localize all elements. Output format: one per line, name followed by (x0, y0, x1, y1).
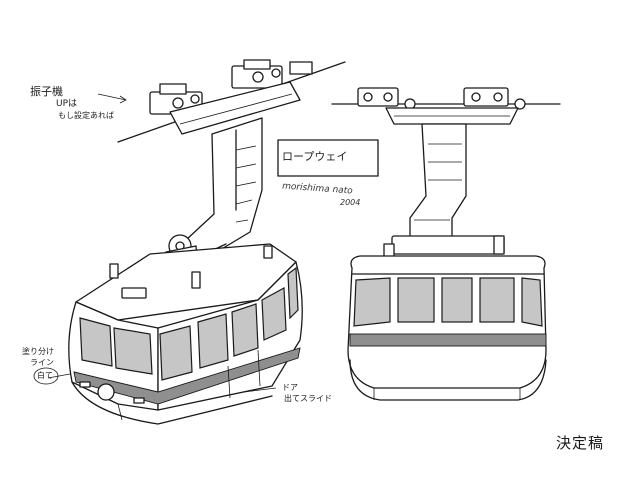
ropeway-title: ロープウェイ (282, 150, 348, 163)
right-window-2 (397, 277, 435, 323)
note-door-line2: 出てスライド (284, 394, 332, 403)
right-stripe (349, 333, 547, 347)
title-box (277, 139, 379, 177)
front-window-2 (113, 327, 153, 375)
note-shisoku-line1: 振子機 (30, 85, 63, 98)
right-hanger-arm (383, 123, 505, 259)
right-window-1 (353, 277, 391, 327)
left-carriage (149, 59, 313, 135)
right-window-4 (479, 277, 515, 323)
note-wake-line2: ライン (30, 358, 54, 367)
front-window-1 (79, 317, 113, 367)
side-window-1 (159, 325, 193, 381)
note-shisoku-line3: もし設定あれば (58, 111, 114, 120)
note-wake-line1: 塗り分け (22, 347, 54, 356)
left-stripe (73, 347, 301, 405)
side-window-2 (197, 313, 229, 369)
right-window-5 (521, 277, 543, 327)
left-gondola (47, 59, 346, 425)
left-cabin (47, 243, 303, 425)
right-window-3 (441, 277, 473, 323)
signature-year: 2004 (340, 198, 361, 207)
side-window-5 (287, 266, 299, 320)
note-arrow-head (119, 95, 127, 104)
final-draft-label: 決定稿 (556, 434, 605, 452)
note-wake-line3: 白て (37, 371, 53, 380)
note-door-line1: ドア (282, 383, 298, 392)
right-cabin (347, 255, 547, 401)
note-leader-line (97, 93, 127, 101)
note-circle (33, 367, 59, 385)
side-window-3 (231, 303, 259, 357)
note-shisoku-line2: UPは (56, 99, 78, 109)
right-carriage (357, 87, 526, 125)
side-window-4 (261, 287, 287, 341)
right-gondola (331, 87, 561, 401)
left-headlight (97, 383, 115, 401)
